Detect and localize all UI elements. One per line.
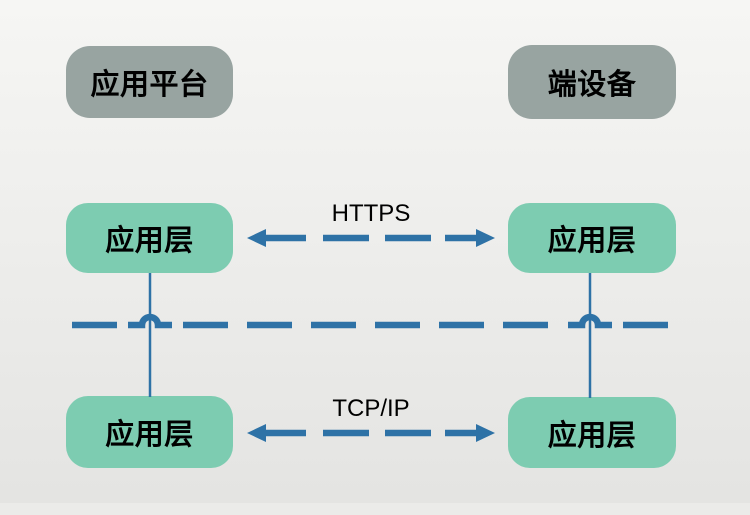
- tcpip-arrow: [247, 424, 495, 442]
- boundary-dashed-line: [72, 313, 668, 329]
- app-layer-label: 应用层: [547, 225, 637, 257]
- background-bottom-strip: [0, 503, 750, 515]
- left-arrowhead-icon: [247, 424, 266, 442]
- app-layer-box-platform-tcpip: 应用层: [66, 396, 233, 468]
- https-arrow: [247, 229, 495, 247]
- platform-box: 应用平台: [66, 46, 233, 118]
- app-layer-label: 应用层: [105, 225, 194, 257]
- right-line-hop: [568, 313, 612, 329]
- app-layer-label: 应用层: [105, 419, 194, 451]
- left-line-hop: [128, 313, 172, 329]
- platform-box-label: 应用平台: [90, 69, 209, 101]
- right-arrowhead-icon: [476, 229, 495, 247]
- device-box-label: 端设备: [547, 69, 637, 101]
- app-layer-box-device-https: 应用层: [508, 203, 676, 273]
- app-layer-box-device-tcpip: 应用层: [508, 397, 676, 468]
- tcpip-protocol-label: TCP/IP: [332, 395, 410, 422]
- right-arrowhead-icon: [476, 424, 495, 442]
- device-box: 端设备: [508, 45, 676, 119]
- left-arrowhead-icon: [247, 229, 266, 247]
- app-layer-box-platform-https: 应用层: [66, 203, 233, 273]
- app-layer-label: 应用层: [547, 419, 637, 452]
- https-protocol-label: HTTPS: [331, 200, 411, 227]
